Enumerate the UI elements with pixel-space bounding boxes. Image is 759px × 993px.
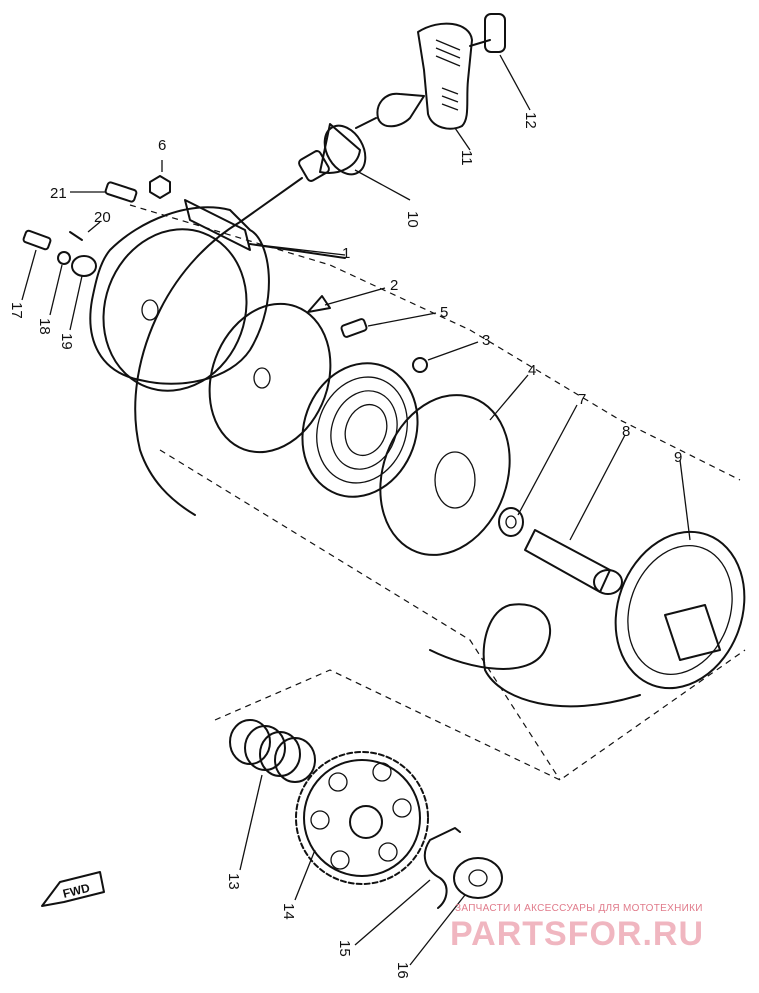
leader-lines [21,54,691,966]
label-6: 6 [158,137,166,154]
watermark: ЗАПЧАСТИ И АКСЕССУАРЫ ДЛЯ МОТОТЕХНИКИ PA… [450,903,704,953]
label-15: 15 [336,940,353,957]
label-1: 1 [342,245,350,262]
part-3-recoil-spring [301,357,428,498]
label-2: 2 [390,277,398,294]
label-20: 20 [94,209,111,226]
watermark-brand: PARTSFOR.RU [450,915,704,953]
part-12-cable-pin [469,13,506,53]
part-8-shaft [524,529,623,595]
label-18: 18 [36,318,53,335]
part-19-washer [71,255,97,277]
part-18-washer [57,251,71,265]
fwd-arrow-icon: FWD [41,871,105,907]
assembly-axis-lines [129,204,746,781]
label-3: 3 [482,332,490,349]
part-7-washer [498,507,524,537]
part-13-coil-spring [229,719,316,783]
part-16-washer [453,857,503,899]
part-10-cable-guide [298,123,367,182]
label-9: 9 [674,449,682,466]
part-11-starter-handle [355,22,473,130]
label-5: 5 [440,304,448,321]
part-2-plate [208,295,332,454]
watermark-tagline: ЗАПЧАСТИ И АКСЕССУАРЫ ДЛЯ МОТОТЕХНИКИ [455,903,703,914]
part-14-ratchet-gear [295,751,429,885]
label-4: 4 [528,362,536,379]
label-10: 10 [404,211,421,228]
part-21-bolt [104,181,138,203]
part-9-pulley [614,530,746,690]
starter-rope [134,177,641,708]
part-numbers: 1 2 3 4 5 6 7 8 9 10 11 12 13 14 15 16 1… [8,112,682,979]
part-5-bolt [340,318,368,338]
part-15-clip [423,827,461,909]
label-7: 7 [578,391,586,408]
label-11: 11 [458,150,475,166]
label-13: 13 [225,873,242,890]
part-4-spring-cover [379,394,511,556]
fwd-label: FWD [61,881,91,901]
part-17-bolt [22,229,52,251]
label-14: 14 [280,903,297,920]
label-21: 21 [50,185,67,202]
label-16: 16 [394,962,411,979]
label-8: 8 [622,423,630,440]
label-17: 17 [8,302,25,319]
label-12: 12 [522,112,539,129]
part-1-starter-case [89,199,346,392]
part-6-nut [149,175,171,199]
part-20-pin [69,231,83,241]
label-19: 19 [58,333,75,350]
